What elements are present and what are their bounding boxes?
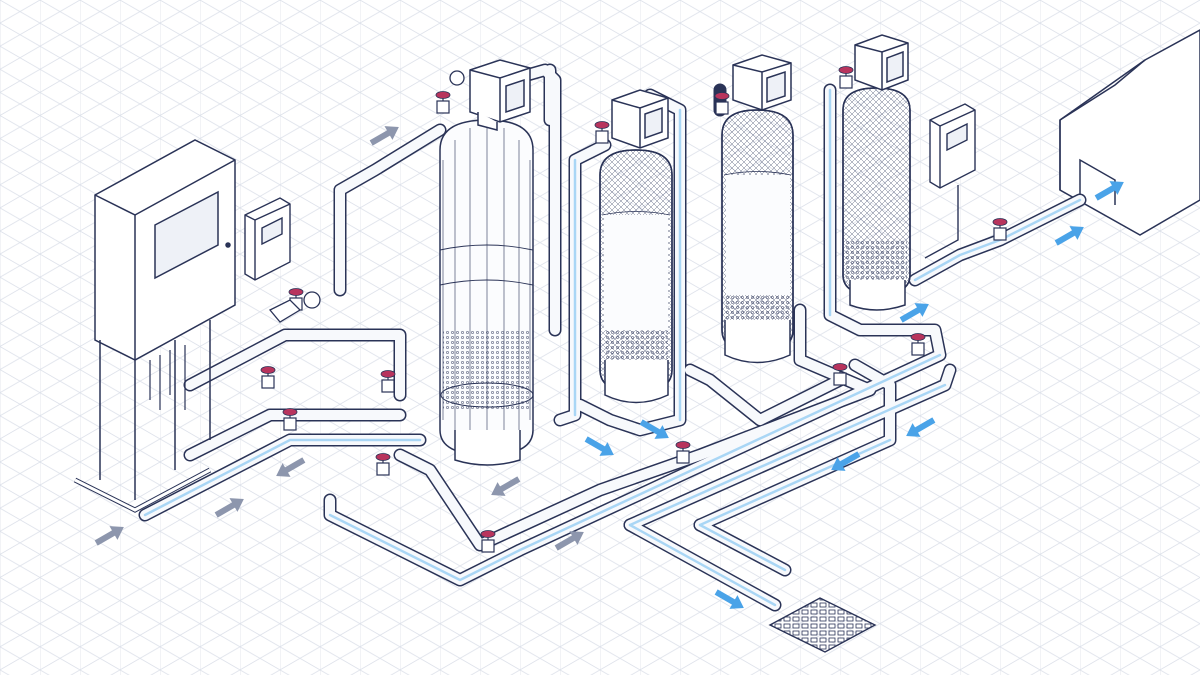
valve-handle-icon [260,366,276,389]
valve-handle-icon [910,333,926,356]
valve-handle-icon [832,363,848,386]
valve-handle-icon [380,370,396,393]
flow-arrow-icon [639,419,669,439]
control-box-right [924,103,976,259]
flow-arrow-icon [491,476,521,496]
flow-arrow-icon [214,498,244,518]
filter-tank-4 [842,34,911,311]
flow-arrow-icon [1054,226,1084,246]
valve-handle-icon [838,66,854,89]
flow-arrow-icon [276,457,306,477]
valve-handle-icon [594,121,610,144]
valve-handle-icon [375,453,391,476]
valve-handle-icon [282,408,298,431]
flow-arrow-icon [714,589,744,609]
pressure-gauge-icon [449,70,465,86]
pressure-gauge-icon [303,291,321,309]
valve-handle-icon [992,218,1008,241]
valve-handle-icon [714,92,730,115]
pressure-gauges [268,70,465,323]
flow-arrow-icon [554,531,584,551]
flow-arrow-icon [369,126,399,146]
flow-arrow-icon [831,451,861,471]
valve-handle-icon [675,441,691,464]
filter-tank-3 [721,54,794,364]
control-cabinet [73,139,236,513]
pipe-network [138,63,1087,612]
flow-arrow-group [94,126,1124,609]
valve-handle-icon [480,530,496,553]
valve-group [260,66,1008,553]
floor-drain [768,597,877,653]
filter-tank-2 [599,89,673,404]
flow-arrow-icon [94,526,124,546]
flow-arrow-icon [899,303,929,323]
control-box-left [244,197,291,281]
flow-arrow-icon [1094,181,1124,201]
flow-arrow-icon [906,417,936,437]
pressure-tank-1 [439,59,534,466]
valve-handle-icon [435,91,451,114]
house [1059,29,1200,236]
flow-arrow-icon [584,436,614,456]
